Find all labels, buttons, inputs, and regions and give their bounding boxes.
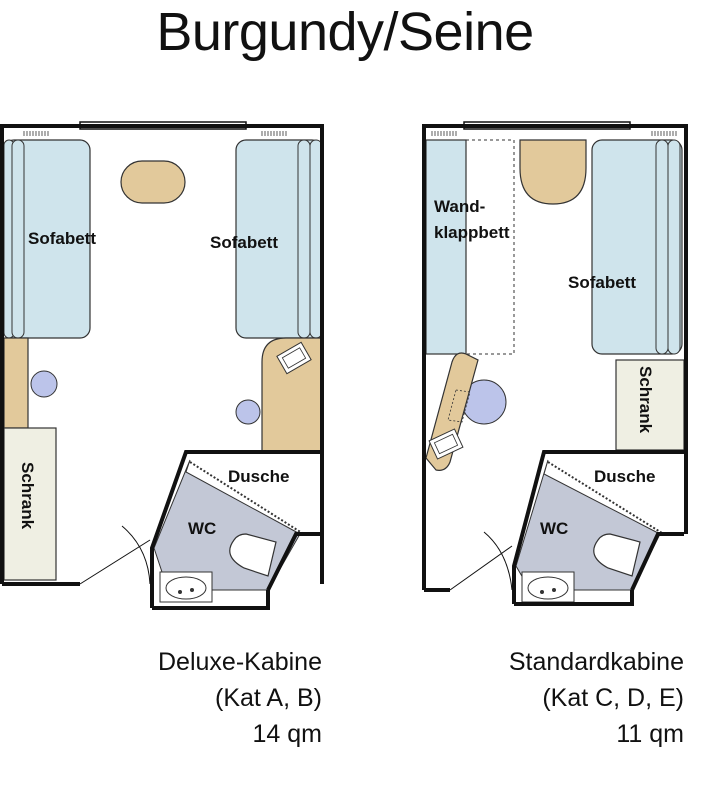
bathroom: [449, 450, 684, 606]
radiator-right: [651, 131, 677, 136]
cabin-area: 11 qm: [616, 720, 684, 748]
side-table-left: [3, 337, 29, 429]
cabin-category: (Kat A, B): [215, 684, 322, 712]
caption-deluxe: Deluxe-Kabine (Kat A, B) 14 qm: [100, 644, 322, 752]
oval-table: [120, 160, 186, 204]
chair: [235, 399, 261, 425]
chair: [30, 370, 58, 398]
label-schrank: Schrank: [18, 462, 37, 530]
page-title: Burgundy/Seine: [156, 2, 534, 62]
label-wc: WC: [188, 519, 216, 538]
label-dusche: Dusche: [228, 467, 289, 486]
cabin-name: Deluxe-Kabine: [158, 648, 322, 676]
label-wc: WC: [540, 519, 568, 538]
sofa-bed-right: [235, 139, 323, 339]
standard-cabin-plan: Wand- klappbett Sofabett Schrank Dusche …: [422, 121, 688, 606]
telephone-icon: [276, 341, 312, 375]
sofa-bed-left: [3, 139, 91, 339]
wall-bed-outline: [465, 139, 515, 355]
label-schrank: Schrank: [636, 366, 655, 434]
radiator-left: [431, 131, 457, 136]
label-klappbett: klappbett: [434, 223, 510, 242]
sink-icon: [527, 576, 569, 600]
radiator-right: [261, 131, 287, 136]
cabin-area: 14 qm: [252, 720, 322, 748]
cabin-category: (Kat C, D, E): [542, 684, 684, 712]
door-swing: [121, 525, 151, 585]
radiator-left: [23, 131, 49, 136]
table: [519, 139, 587, 205]
sink-icon: [165, 576, 207, 600]
door-swing: [483, 531, 513, 591]
toilet-icon: [593, 533, 641, 577]
label-wand: Wand-: [434, 197, 485, 216]
deluxe-cabin-plan: Sofabett Sofabett Schrank Dusche WC: [0, 121, 324, 610]
toilet-icon: [229, 533, 277, 577]
telephone-icon: [428, 428, 464, 460]
caption-standard: Standardkabine (Kat C, D, E) 11 qm: [440, 644, 684, 752]
label-sofabett-right: Sofabett: [210, 233, 278, 252]
wardrobe: [3, 427, 57, 581]
bathroom: [79, 450, 322, 610]
wall-bed: [425, 139, 467, 355]
label-sofabett-left: Sofabett: [28, 229, 96, 248]
label-sofabett: Sofabett: [568, 273, 636, 292]
label-dusche: Dusche: [594, 467, 655, 486]
wardrobe: [615, 359, 685, 451]
sofa-bed: [591, 139, 683, 355]
cabin-name: Standardkabine: [508, 648, 684, 676]
